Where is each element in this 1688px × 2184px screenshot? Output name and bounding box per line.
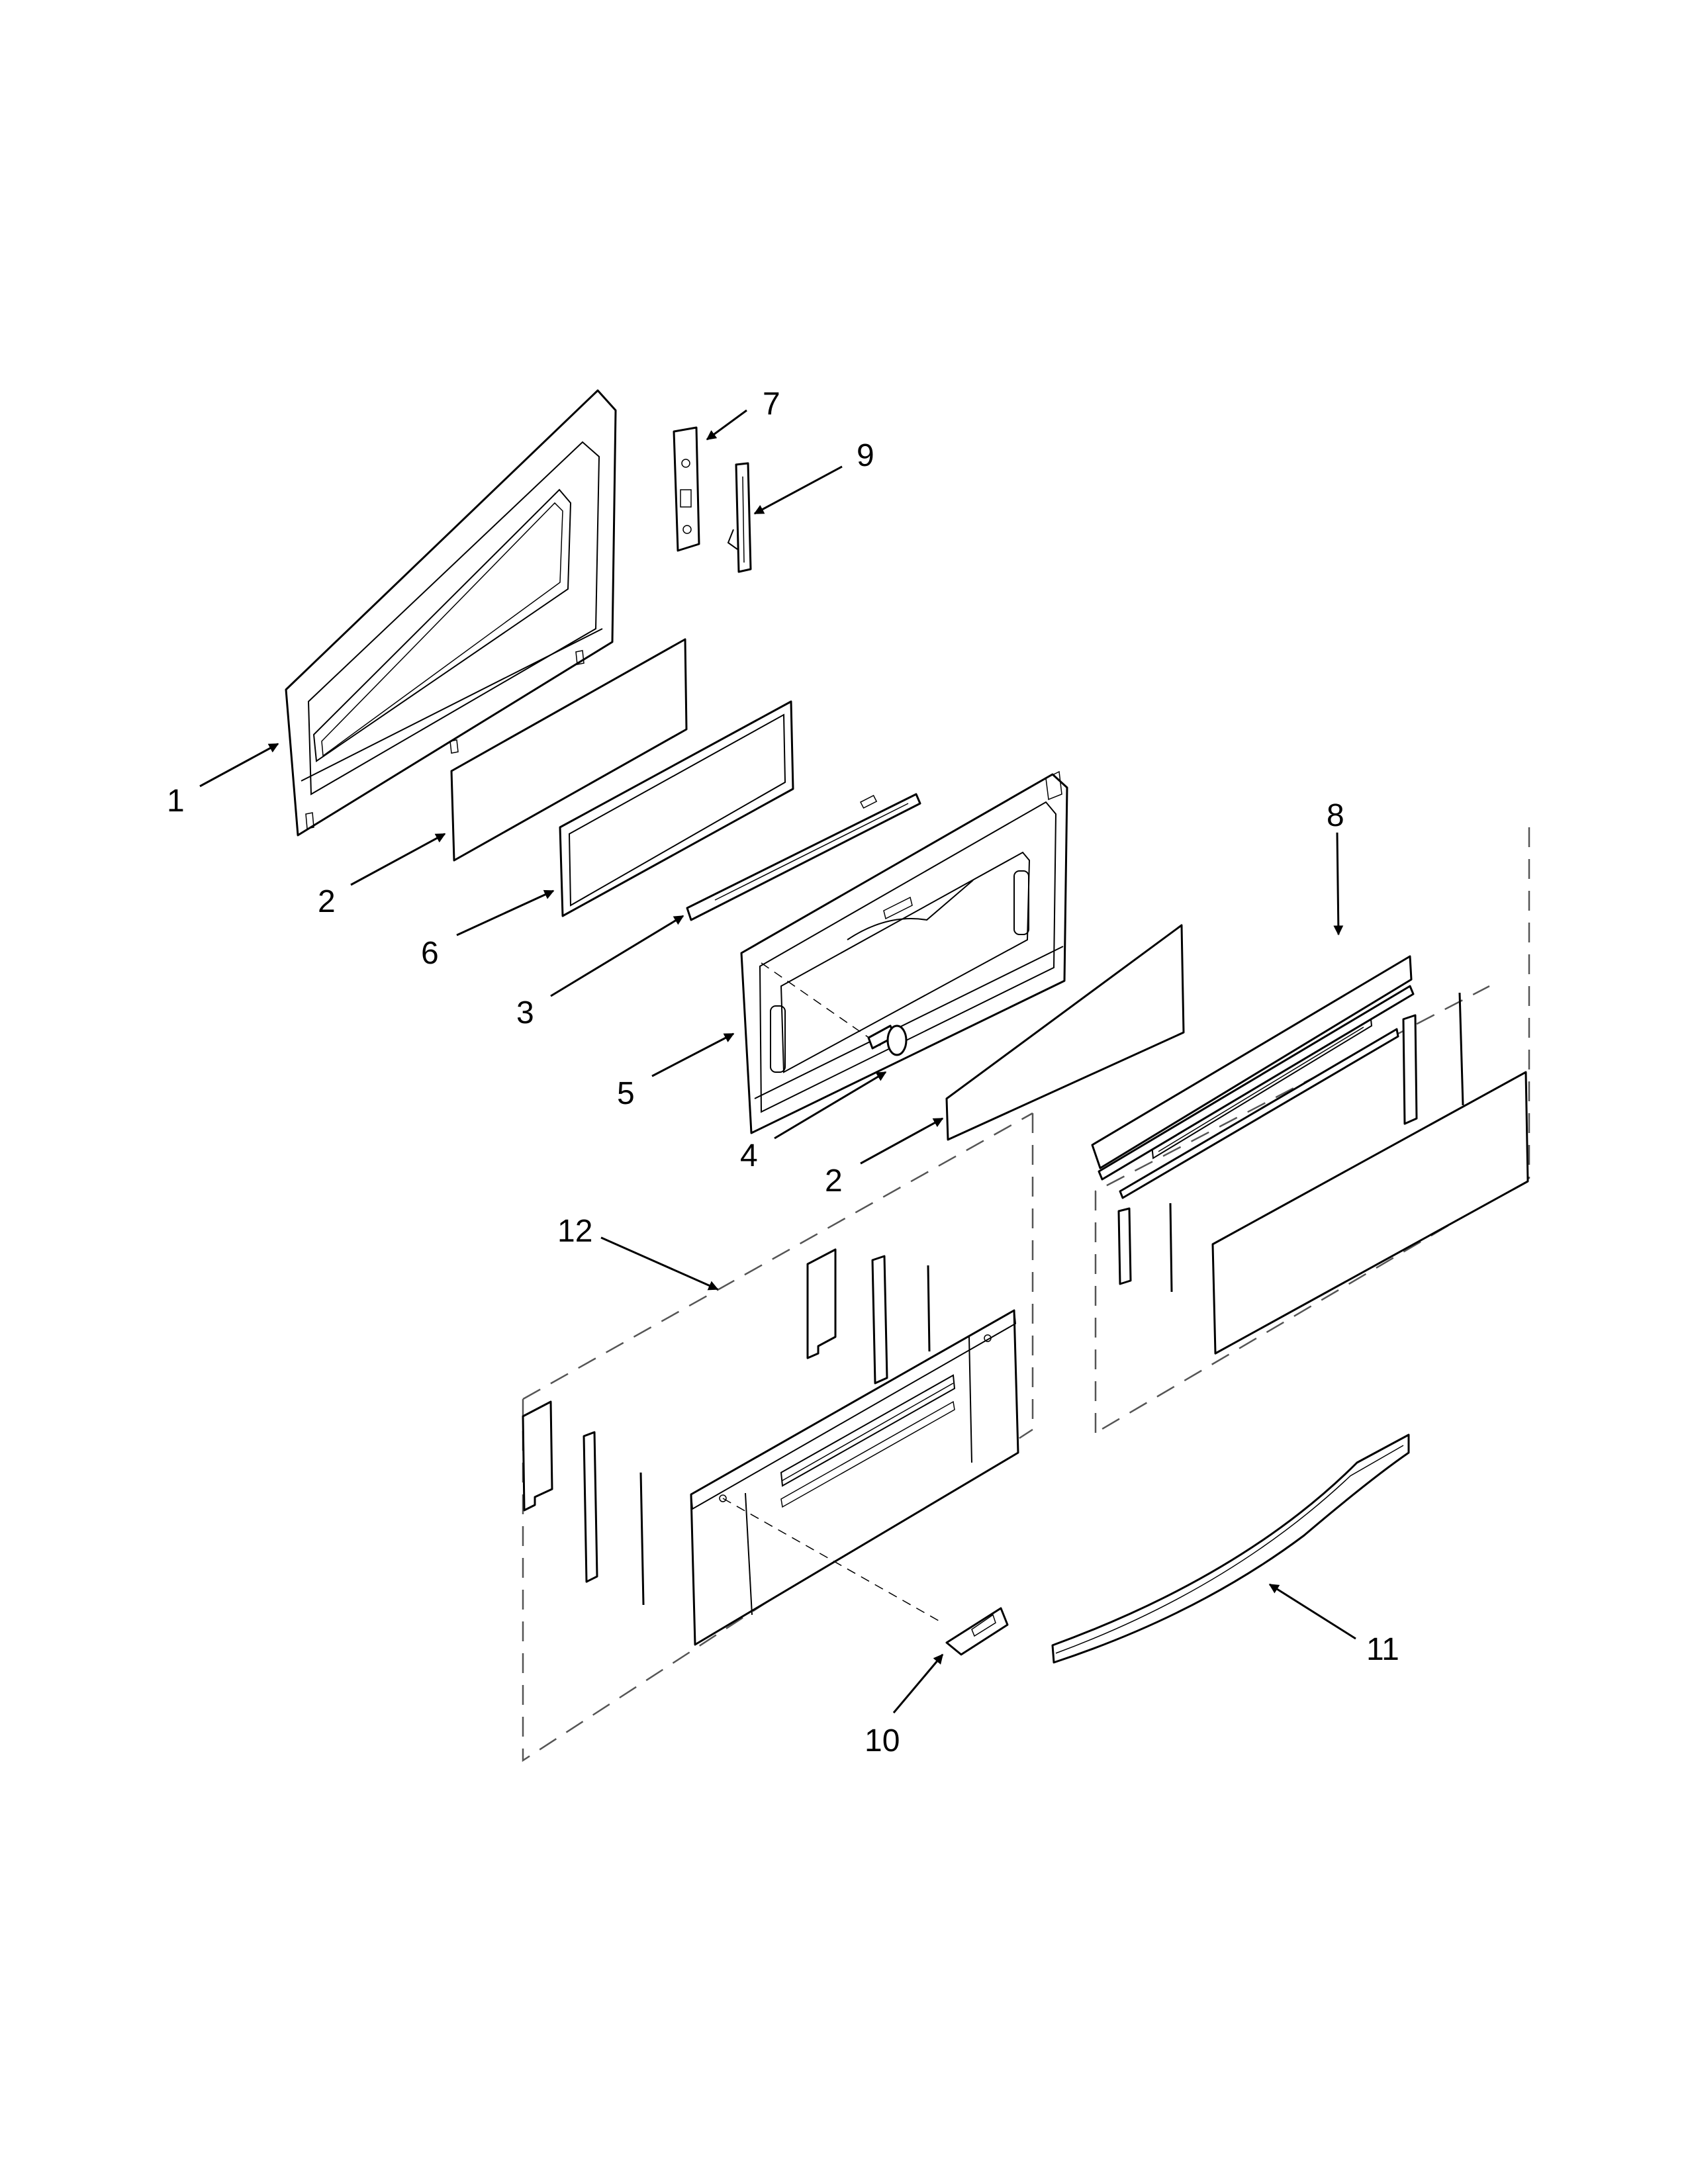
- callout-8: 8: [1327, 798, 1344, 833]
- callout-labels: 1 2 6 3 5 4 2 7 9 8 12 10 11: [167, 387, 1399, 1758]
- part-1-inner-door-frame: [285, 389, 617, 837]
- leader-8: [1333, 832, 1344, 936]
- leader-11: [1268, 1583, 1356, 1640]
- callout-7: 7: [763, 387, 780, 422]
- part-9-hinge: [727, 462, 752, 573]
- leader-2a: [350, 833, 446, 886]
- callout-1: 1: [167, 784, 185, 819]
- part-2-glass-lower: [945, 924, 1185, 1141]
- leader-7: [706, 409, 747, 441]
- leader-2b: [860, 1117, 944, 1165]
- part-12-outer-door-panel: [522, 1112, 1034, 1762]
- leader-9: [753, 465, 843, 515]
- callout-5: 5: [617, 1076, 635, 1111]
- callout-9: 9: [857, 438, 874, 473]
- leader-6: [456, 889, 555, 936]
- callout-6: 6: [421, 936, 439, 971]
- callout-11: 11: [1366, 1632, 1399, 1667]
- part-3-vent-strip: [686, 793, 921, 921]
- part-10-handle-end-cap: [945, 1607, 1009, 1656]
- part-8-outer-door-assembly: [1091, 827, 1530, 1434]
- part-11-door-handle: [1051, 1433, 1410, 1664]
- part-5-door-liner: [740, 770, 1068, 1134]
- leader-3: [550, 915, 684, 997]
- part-6-glass-gasket: [559, 700, 794, 917]
- callout-2b: 2: [825, 1163, 843, 1199]
- callout-2a: 2: [318, 884, 336, 919]
- leader-5: [651, 1032, 735, 1077]
- part-4-screw: [761, 962, 908, 1056]
- leader-1: [199, 743, 279, 788]
- callout-4: 4: [740, 1138, 758, 1173]
- leader-10: [892, 1653, 944, 1713]
- part-2-glass-upper: [450, 638, 688, 862]
- leader-12: [600, 1236, 719, 1291]
- part-7-hinge-bracket: [673, 426, 700, 552]
- callout-12: 12: [557, 1214, 592, 1249]
- callout-10: 10: [865, 1723, 900, 1758]
- callout-3: 3: [516, 995, 534, 1030]
- leader-arrows: [199, 409, 1356, 1713]
- leader-4: [774, 1071, 887, 1140]
